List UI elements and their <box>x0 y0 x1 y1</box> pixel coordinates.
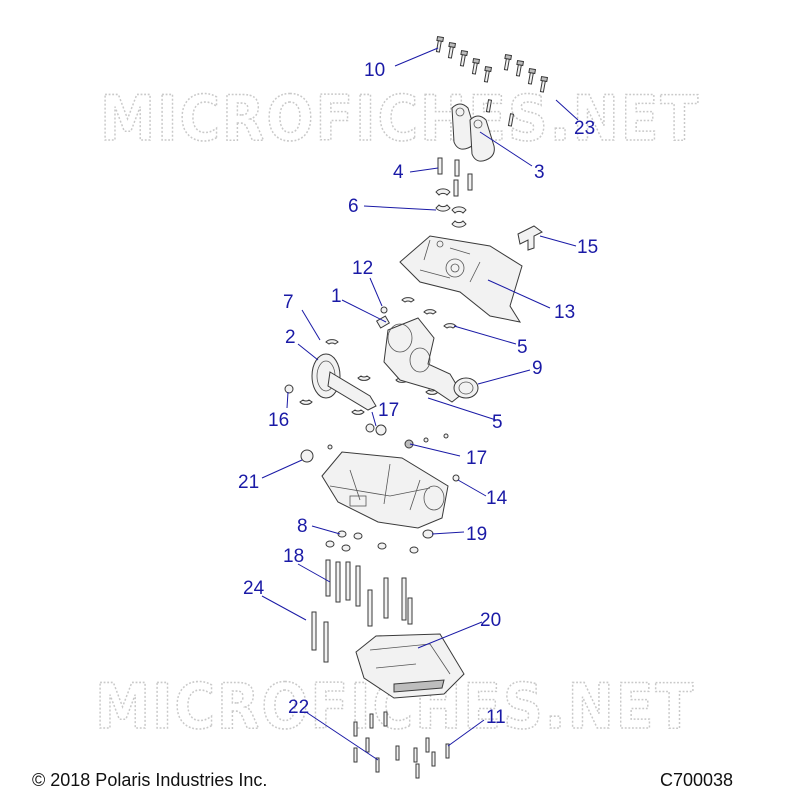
callout-3: 3 <box>534 162 545 183</box>
callout-2: 2 <box>285 327 296 348</box>
callout-6: 6 <box>348 196 359 217</box>
callout-15: 15 <box>577 237 598 258</box>
callout-11: 11 <box>486 707 506 728</box>
connecting-rods <box>451 103 495 162</box>
callout-4: 4 <box>393 162 404 183</box>
crankcase-bolts <box>311 559 413 663</box>
leader-lines <box>261 47 579 761</box>
callout-5-upper: 5 <box>517 337 528 358</box>
oil-seal <box>453 377 479 399</box>
crank-gear <box>311 353 377 411</box>
callout-14: 14 <box>486 488 508 509</box>
callout-17-upper: 17 <box>378 400 399 421</box>
callout-7: 7 <box>283 292 294 313</box>
callout-19: 19 <box>466 524 487 545</box>
parts-line-art <box>284 35 549 779</box>
callout-21: 21 <box>238 472 259 493</box>
callout-labels: 10 23 4 3 6 15 12 13 7 1 2 5 9 16 17 5 1… <box>238 60 598 728</box>
callout-16: 16 <box>268 410 289 431</box>
washers <box>325 529 434 554</box>
callout-22: 22 <box>288 697 309 718</box>
callout-12: 12 <box>352 258 373 279</box>
upper-crankcase <box>399 235 523 323</box>
watermark-top: MICROFICHES.NET <box>100 82 700 155</box>
callout-17-lower: 17 <box>466 448 487 469</box>
callout-5-lower: 5 <box>492 412 503 433</box>
oil-pan-bolts <box>353 711 450 779</box>
callout-8: 8 <box>297 516 308 537</box>
diagram-code: C700038 <box>660 770 733 790</box>
crankshaft <box>375 315 463 403</box>
callout-9: 9 <box>532 358 543 379</box>
rod-bolts-group <box>435 35 549 127</box>
bracket <box>517 225 543 251</box>
callout-13: 13 <box>554 302 575 323</box>
rod-bearings <box>435 188 467 228</box>
callout-10: 10 <box>364 60 385 81</box>
callout-1: 1 <box>331 286 342 307</box>
oil-pan <box>355 633 465 699</box>
callout-18: 18 <box>283 546 304 567</box>
callout-23: 23 <box>574 118 595 139</box>
rod-cap-bolts <box>437 157 473 197</box>
small-parts <box>284 306 460 482</box>
callout-24: 24 <box>243 578 265 599</box>
copyright-text: © 2018 Polaris Industries Inc. <box>32 770 267 790</box>
lower-crankcase <box>321 451 449 529</box>
callout-20: 20 <box>480 610 501 631</box>
